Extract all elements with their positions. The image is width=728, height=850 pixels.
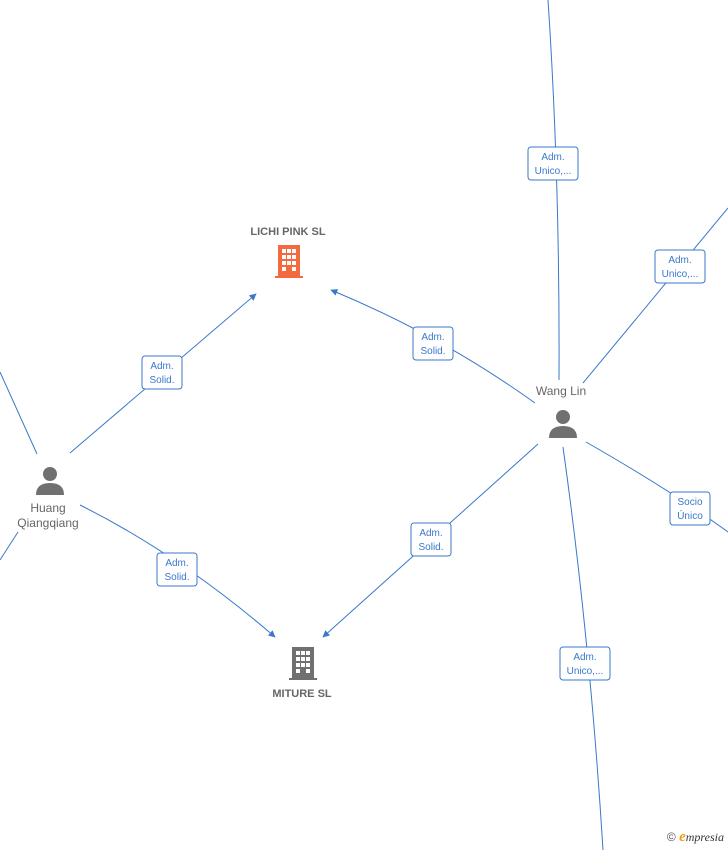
svg-text:Adm.: Adm. [421, 332, 444, 343]
svg-text:Unico,...: Unico,... [567, 666, 604, 677]
svg-text:Adm.: Adm. [150, 361, 173, 372]
node-label-huang-line1: Huang [30, 501, 65, 515]
edge-label-huang-lichi[interactable]: Adm. Solid. [141, 355, 183, 390]
edge-huang-top [0, 371, 38, 455]
svg-text:Solid.: Solid. [420, 346, 445, 357]
edge-huang-bottom [0, 531, 19, 561]
svg-text:Unico,...: Unico,... [535, 166, 572, 177]
brand-footer: © empresia [667, 829, 724, 846]
node-wang-lin[interactable]: Wang Lin [536, 384, 586, 438]
person-icon [36, 467, 64, 495]
node-label-huang-line2: Qiangqiang [17, 516, 78, 530]
svg-text:Solid.: Solid. [149, 375, 174, 386]
svg-text:Adm.: Adm. [668, 255, 691, 266]
edge-label-wang-miture[interactable]: Adm. Solid. [410, 522, 452, 557]
node-label-miture: MITURE SL [272, 688, 332, 700]
svg-text:Adm.: Adm. [165, 558, 188, 569]
edge-top-wang [547, 0, 560, 381]
edge-label-wang-socio[interactable]: Socio Único [669, 491, 711, 526]
svg-text:Solid.: Solid. [164, 572, 189, 583]
svg-text:Único: Único [677, 509, 703, 522]
copyright-icon: © [666, 830, 676, 844]
node-label-wang-lin: Wang Lin [536, 384, 586, 398]
svg-text:Adm.: Adm. [419, 528, 442, 539]
edge-label-huang-miture[interactable]: Adm. Solid. [156, 552, 198, 587]
node-miture[interactable]: MITURE SL [272, 647, 332, 700]
edge-label-right-wang[interactable]: Adm. Unico,... [654, 249, 706, 284]
brand-logo: empresia [679, 829, 724, 845]
svg-text:Unico,...: Unico,... [662, 269, 699, 280]
edge-label-wang-lichi[interactable]: Adm. Solid. [412, 326, 454, 361]
node-lichi-pink[interactable]: LICHI PINK SL [250, 226, 326, 278]
person-icon [549, 410, 577, 438]
edge-right-wang [582, 207, 728, 384]
edge-label-bottom-wang[interactable]: Adm. Unico,... [559, 646, 611, 681]
edge-wang-socio [585, 441, 728, 533]
svg-text:Socio: Socio [677, 497, 702, 508]
node-label-lichi-pink: LICHI PINK SL [250, 226, 325, 238]
edge-bottom-wang [562, 446, 604, 850]
building-icon [275, 245, 303, 278]
edge-label-top-wang[interactable]: Adm. Unico,... [527, 146, 579, 181]
svg-text:Solid.: Solid. [418, 542, 443, 553]
svg-text:Adm.: Adm. [573, 652, 596, 663]
building-icon [289, 647, 317, 680]
node-huang-qiangqiang[interactable]: Huang Qiangqiang [17, 467, 79, 530]
svg-text:Adm.: Adm. [541, 152, 564, 163]
